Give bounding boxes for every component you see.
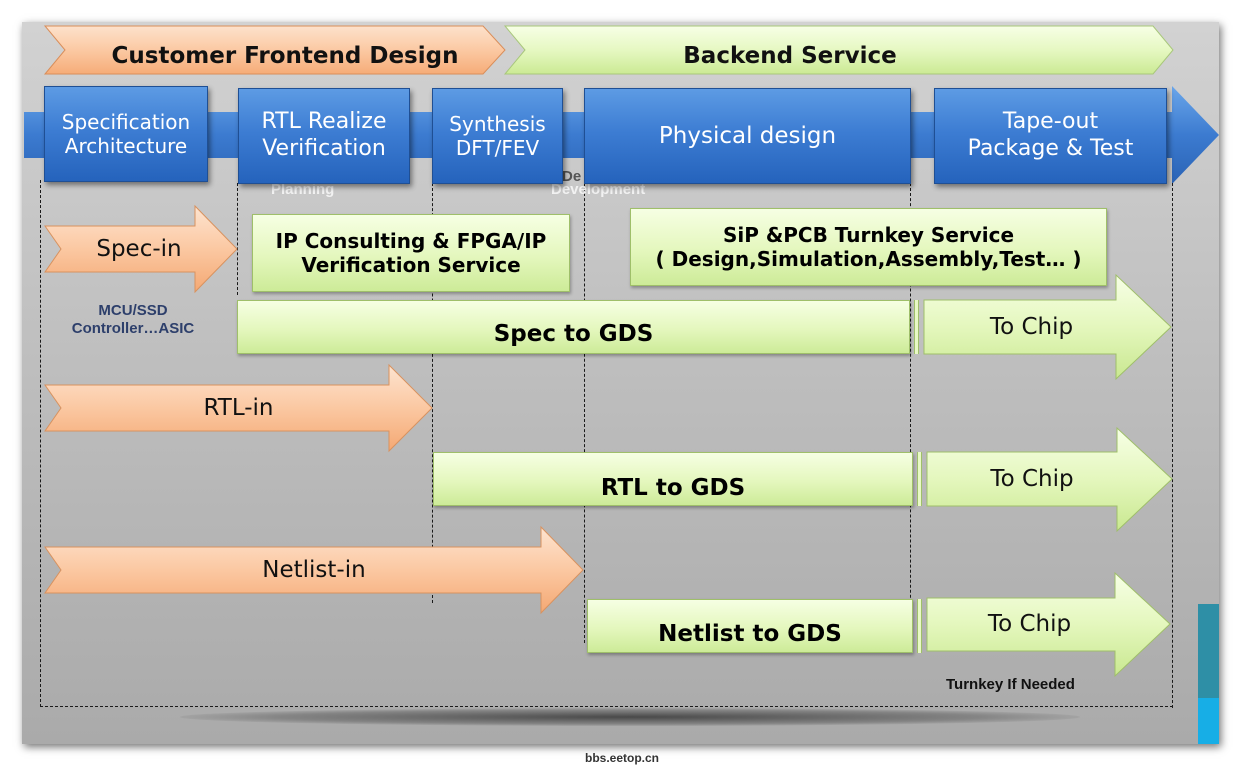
separator-2 [917, 452, 922, 506]
ghost-development-label: Development [551, 181, 646, 198]
bottom-shadow [180, 708, 1080, 726]
to-chip-arrow-1: To Chip [923, 273, 1172, 381]
rtl-in-arrow: RTL-in [44, 363, 433, 453]
guide-line-5 [910, 183, 911, 643]
to-chip-arrow-3: To Chip [926, 571, 1171, 678]
spec-in-label: Spec-in [96, 235, 182, 262]
stage-specification: Specification Architecture [44, 86, 208, 182]
guide-line-6 [1172, 183, 1173, 708]
netlist-in-arrow: Netlist-in [44, 525, 584, 615]
stage-tapeout: Tape-out Package & Test [934, 88, 1167, 184]
guide-line-1 [40, 180, 41, 707]
ghost-de-label: De [562, 168, 582, 185]
guide-line-2 [237, 183, 238, 295]
rtl-in-label: RTL-in [203, 394, 274, 421]
spec-to-gds-bar: Spec to GDS [237, 300, 910, 354]
cyan-accent-bar [1198, 698, 1219, 744]
to-chip-arrow-2: To Chip [926, 426, 1173, 533]
watermark: bbs.eetop.cn [585, 751, 660, 765]
guide-line-4 [584, 183, 585, 643]
backend-header-label: Backend Service [683, 42, 897, 69]
stage-rtl: RTL Realize Verification [238, 88, 410, 184]
separator-3 [917, 599, 922, 653]
spec-in-note: MCU/SSD Controller…ASIC [71, 301, 195, 337]
to-chip-label-1: To Chip [989, 313, 1074, 340]
turnkey-note: Turnkey If Needed [946, 676, 1075, 693]
ghost-planning-label: Planning [271, 181, 335, 198]
frontend-header-chevron: Customer Frontend Design [43, 25, 506, 75]
guide-line-bottom [40, 706, 1173, 707]
frontend-header-label: Customer Frontend Design [111, 42, 459, 69]
teal-accent-bar [1198, 604, 1219, 698]
stage-physical-design: Physical design [584, 88, 911, 184]
sip-pcb-box: SiP &PCB Turnkey Service ( Design,Simula… [630, 208, 1107, 286]
spec-in-arrow: Spec-in [44, 204, 238, 294]
rtl-to-gds-bar: RTL to GDS [433, 452, 913, 506]
separator-1 [914, 300, 919, 354]
netlist-in-label: Netlist-in [262, 556, 366, 583]
to-chip-label-2: To Chip [990, 465, 1074, 492]
guide-line-3 [432, 183, 433, 603]
netlist-to-gds-bar: Netlist to GDS [587, 599, 913, 653]
stage-synthesis: Synthesis DFT/FEV [432, 88, 563, 184]
ip-consulting-box: IP Consulting & FPGA/IP Verification Ser… [252, 214, 570, 292]
backend-header-chevron: Backend Service [503, 25, 1174, 75]
to-chip-label-3: To Chip [987, 611, 1072, 638]
